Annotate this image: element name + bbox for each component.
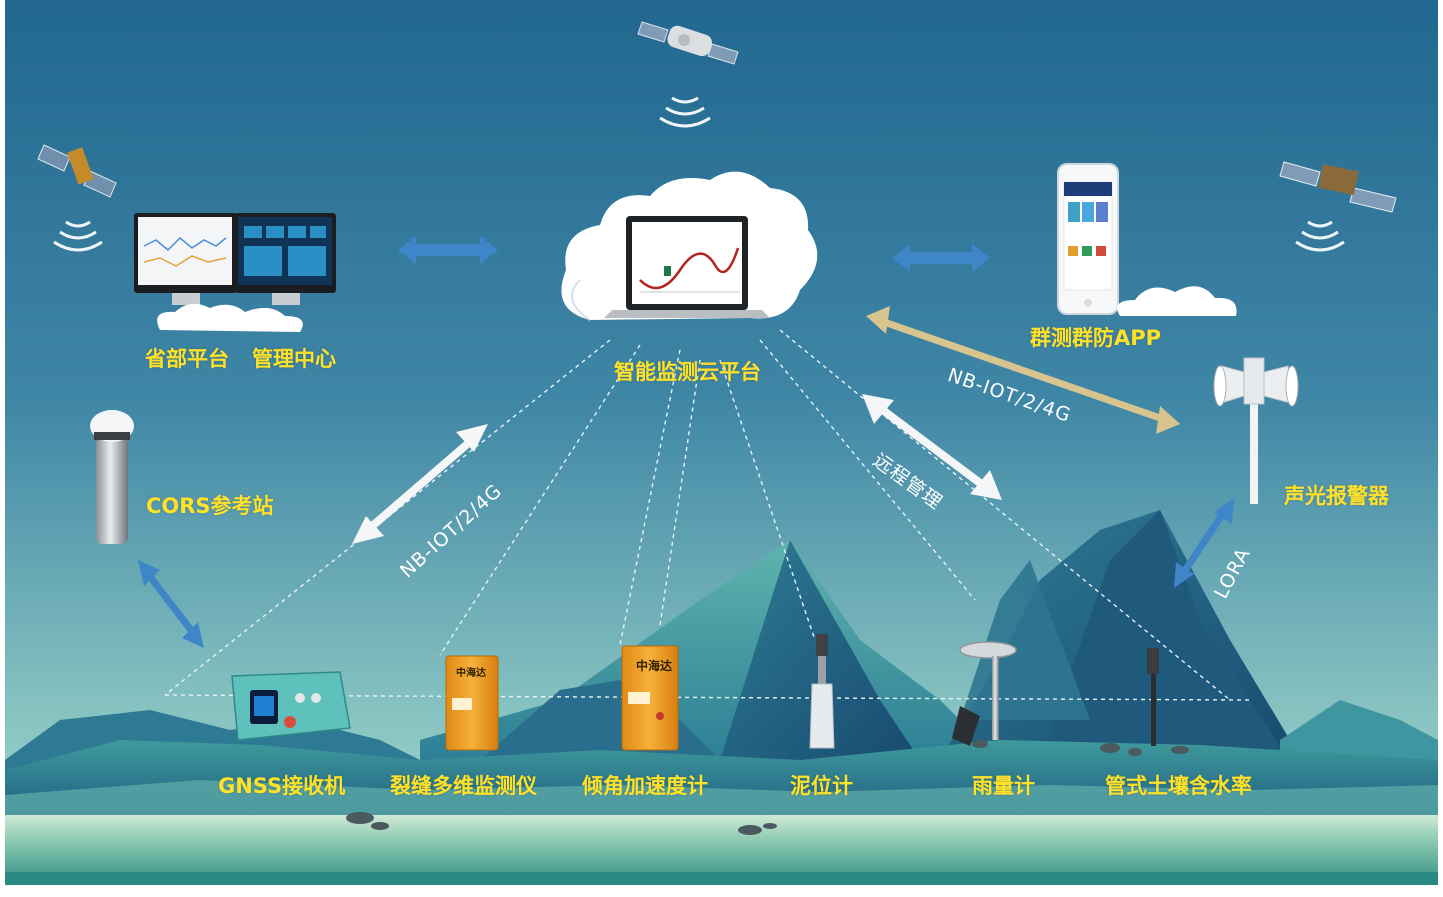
ground-edge (5, 872, 1438, 885)
app-label: 群测群防APP (1030, 326, 1162, 350)
soil-moisture-probe-icon (1147, 648, 1159, 746)
satellite-right-icon (1279, 161, 1397, 213)
provincial-platform-label: 省部平台 (145, 347, 229, 371)
signal-waves-top (659, 96, 711, 128)
signal-waves-left (53, 220, 103, 252)
gnss-receiver-icon (231, 671, 351, 741)
mountains (5, 510, 1438, 830)
arrow-remote-management (862, 394, 1002, 500)
signal-waves-right (1295, 220, 1345, 252)
arrow-cloud-sensors-left (352, 424, 488, 544)
tilt-accelerometer-icon: 中海达 (621, 645, 679, 751)
cors-label: CORS参考站 (146, 494, 274, 518)
mud-level-gauge-icon (809, 634, 835, 749)
phone-app-icon (1057, 163, 1119, 315)
tilt-meter-brand: 中海达 (636, 658, 672, 673)
crack-meter-icon: 中海达 (445, 655, 499, 751)
satellite-top-icon (637, 21, 739, 65)
monitor-management-icon (234, 213, 336, 305)
cors-station-icon (90, 410, 134, 544)
cloud-left (157, 303, 303, 332)
arrow-cloud-phone (892, 244, 990, 272)
sensor-label-crack-meter: 裂缝多维监测仪 (390, 774, 537, 798)
rocks (346, 740, 1189, 835)
sensor-label-gnss: GNSS接收机 (218, 774, 346, 798)
alarm-label: 声光报警器 (1284, 484, 1389, 508)
cloud-right (1117, 286, 1237, 316)
satellite-left-icon (37, 144, 117, 198)
platform-label: 智能监测云平台 (614, 360, 761, 384)
sensor-label-soil-moisture: 管式土壤含水率 (1105, 774, 1252, 798)
arrow-cloud-alarm (866, 306, 1180, 434)
rain-gauge-icon (952, 641, 1017, 746)
arrow-monitor-cloud (398, 236, 498, 264)
monitor-provincial-icon (134, 213, 236, 305)
alarm-tower-icon (1213, 357, 1299, 504)
sensor-label-mud-level: 泥位计 (790, 774, 853, 798)
sensor-label-rain-gauge: 雨量计 (972, 774, 1035, 798)
arrow-cors-gnss (138, 560, 204, 648)
arrow-lora (1174, 498, 1234, 588)
crack-meter-brand: 中海达 (456, 666, 486, 679)
dashed-links (164, 329, 1251, 701)
management-center-label: 管理中心 (252, 347, 336, 371)
sensor-label-tilt: 倾角加速度计 (582, 774, 708, 798)
laptop-icon (604, 216, 770, 318)
